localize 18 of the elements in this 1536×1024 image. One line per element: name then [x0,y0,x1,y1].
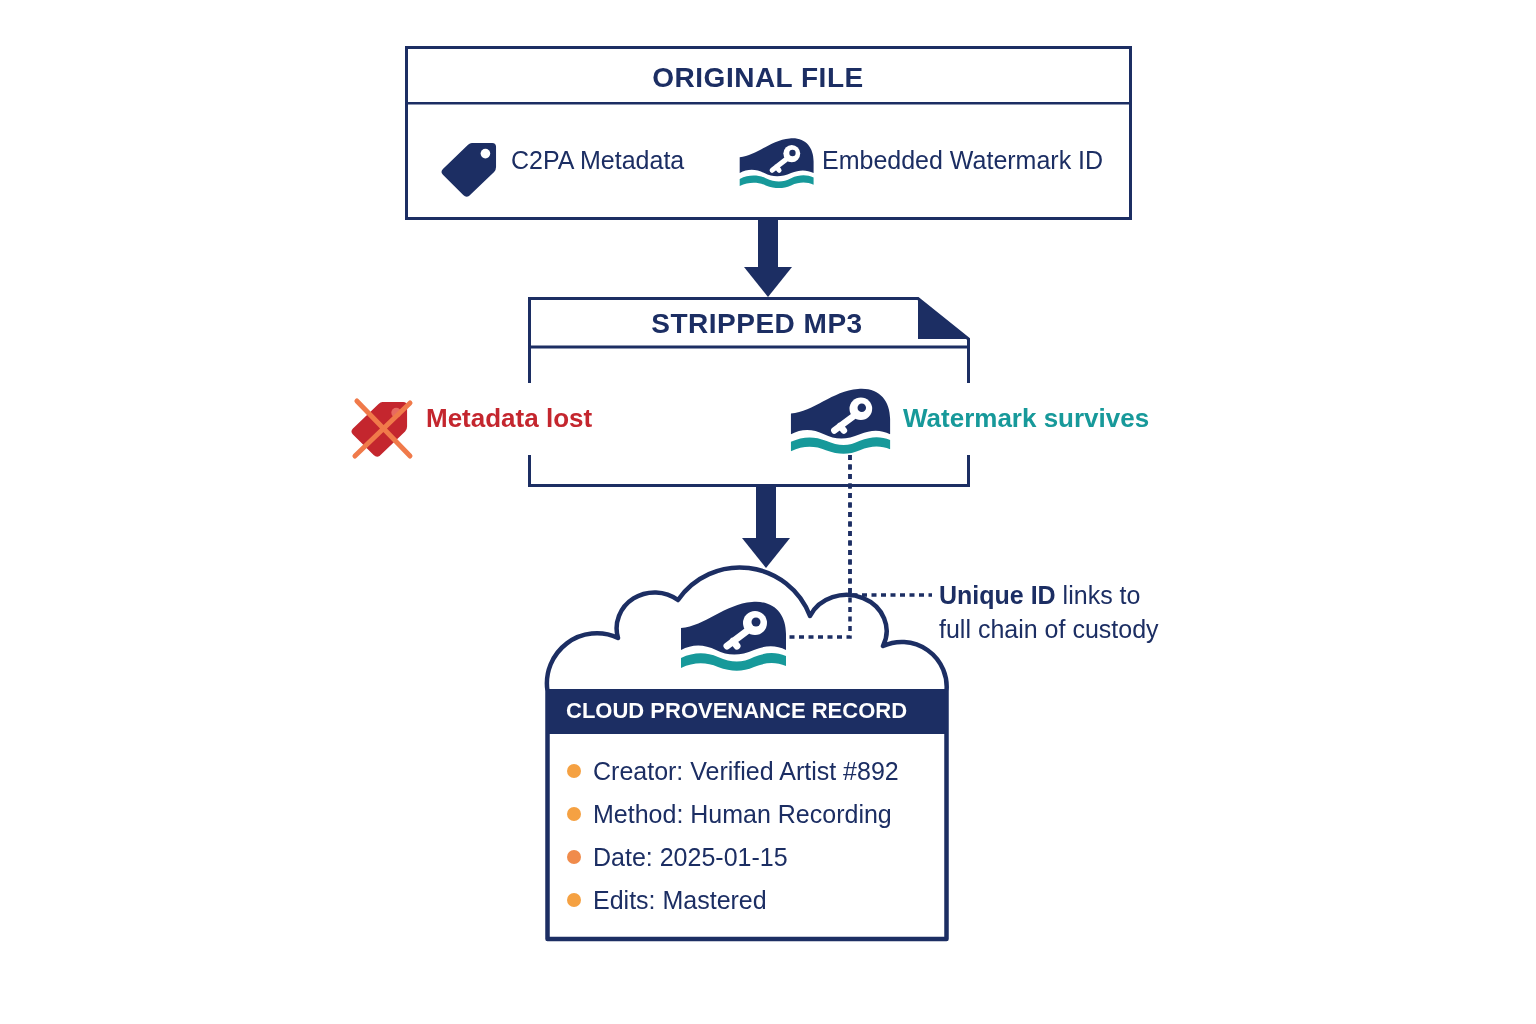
block-arrow [742,487,790,568]
list-item: Creator: Verified Artist #892 [593,756,899,786]
status-text: Watermark survives [903,402,1150,434]
dotted-connector [848,455,932,597]
list-item: Edits: Mastered [593,885,767,915]
card-header: CLOUD PROVENANCE RECORD [566,697,908,725]
box-title: STRIPPED MP3 [651,307,863,341]
file-box [405,46,1132,220]
item-text: Embedded Watermark ID [822,145,1104,175]
item-text: C2PA Metadata [511,145,685,175]
block-arrow [744,220,792,297]
list-item: Method: Human Recording [593,799,892,829]
callout-note: Unique ID links to full chain of custody [932,578,1168,648]
box-title: ORIGINAL FILE [652,61,864,95]
key-wave-icon [680,600,788,672]
key-wave-icon [790,387,892,455]
status-text: Metadata lost [426,402,593,434]
list-item: Date: 2025-01-15 [593,842,788,872]
